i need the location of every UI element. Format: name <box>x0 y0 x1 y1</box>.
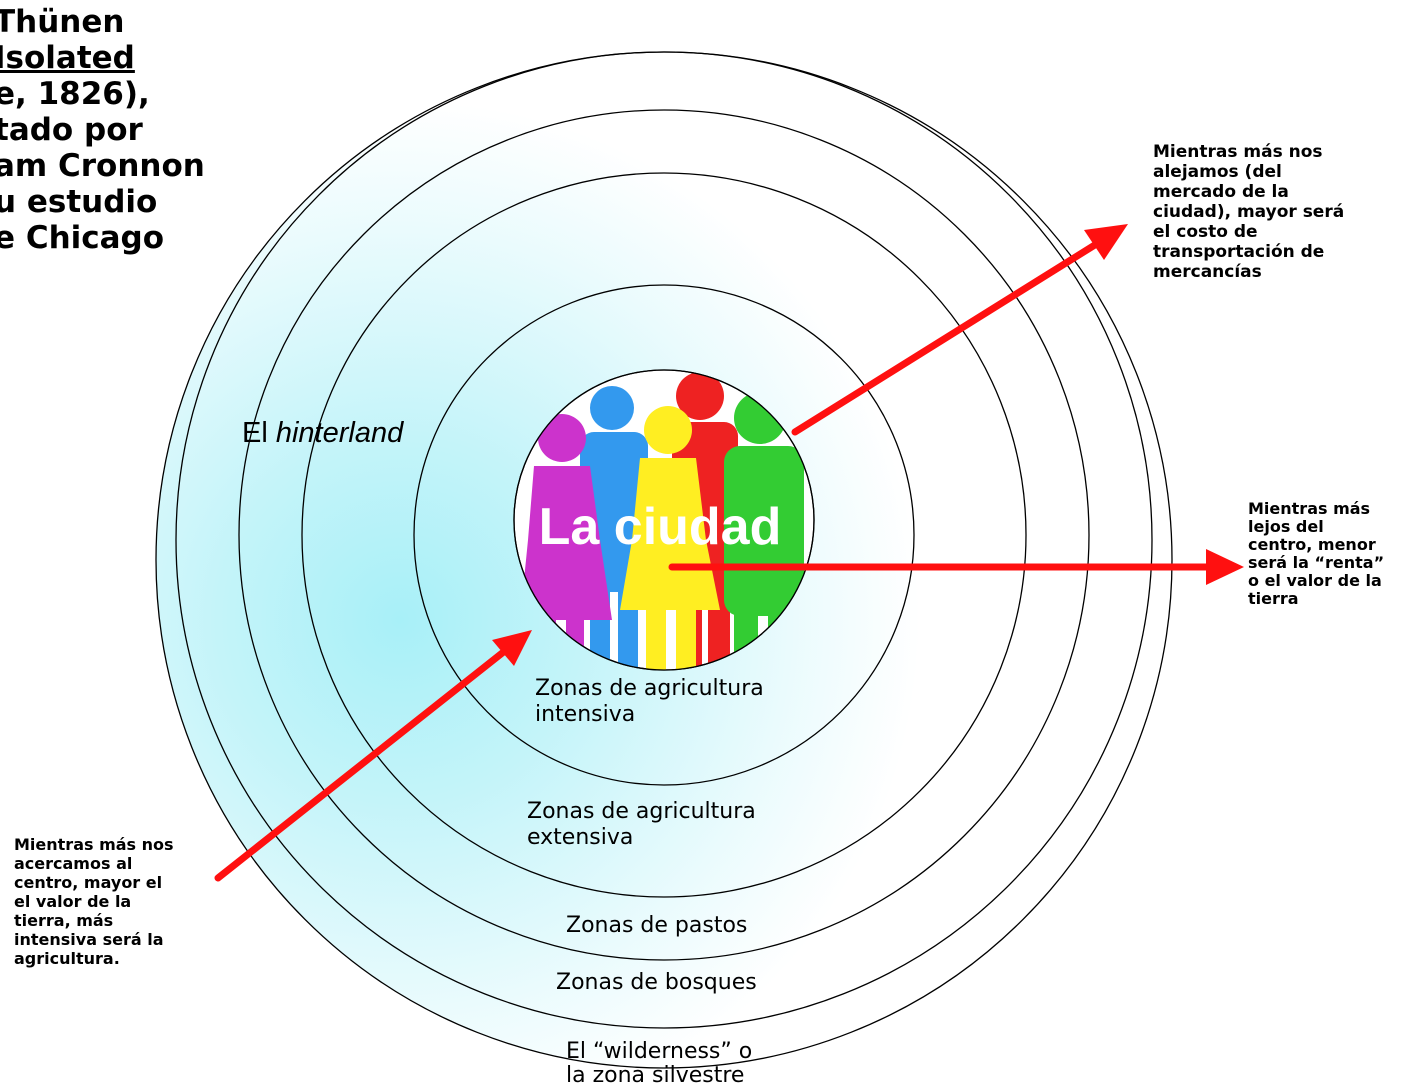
hinterland-prefix: El <box>242 417 276 449</box>
note-line: Mientras más <box>1248 499 1371 518</box>
hinterland-italic: hinterland <box>276 417 404 449</box>
zone-wilderness-line1: El “wilderness” o <box>566 1039 752 1064</box>
note-line: tierra, más <box>14 911 114 930</box>
note-line: tierra <box>1248 589 1299 608</box>
note-line: Mientras más nos <box>1153 142 1323 162</box>
note-line: lejos del <box>1248 517 1324 536</box>
note-line: centro, menor <box>1248 535 1376 554</box>
title-line-2-text: Isolated <box>0 40 135 76</box>
note-line: será la “renta” <box>1248 553 1385 572</box>
zone-intensive-line1: Zonas de agricultura <box>535 676 764 701</box>
note-land-rent: Mientras más lejos del centro, menor ser… <box>1248 500 1384 608</box>
arrows <box>214 224 1244 882</box>
arrow-inward-head <box>492 630 532 666</box>
note-line: el costo de <box>1153 222 1258 242</box>
note-line: acercamos al <box>14 854 133 873</box>
title-line-6: u estudio <box>0 184 158 220</box>
note-line: agricultura. <box>14 949 120 968</box>
person-yellow-icon <box>620 406 720 670</box>
title-line-5: am Cronnon <box>0 148 205 184</box>
ring-intensive <box>413 284 915 786</box>
hinterland-label: El hinterland <box>242 417 404 449</box>
ring-extensive <box>301 172 1027 898</box>
title-line-4: tado por <box>0 112 143 148</box>
title-line-3: e, 1826), <box>0 76 150 112</box>
zone-extensive-line2: extensiva <box>527 825 633 850</box>
note-line: mercancías <box>1153 262 1262 282</box>
city-label: La ciudad <box>539 498 782 556</box>
zone-pastures: Zonas de pastos <box>566 913 747 938</box>
zone-wilderness-line2: la zona silvestre <box>566 1063 744 1086</box>
zone-forests: Zonas de bosques <box>556 970 757 995</box>
title-line-1: Thünen <box>0 4 125 40</box>
note-line: el valor de la <box>14 892 132 911</box>
ring-pastures <box>238 109 1090 961</box>
note-line: intensiva será la <box>14 930 164 949</box>
note-line: o el valor de la <box>1248 571 1382 590</box>
title-block: Thünen Isolated e, 1826), tado por am Cr… <box>0 4 214 256</box>
note-land-value: Mientras más nos acercamos al centro, ma… <box>14 835 174 968</box>
title-line-2: Isolated <box>0 40 214 76</box>
ring-forests <box>175 51 1153 1029</box>
note-line: mercado de la <box>1153 182 1289 202</box>
city-circle <box>513 369 815 671</box>
note-line: ciudad), mayor será <box>1153 202 1345 222</box>
zone-extensive-line1: Zonas de agricultura <box>527 799 756 824</box>
note-line: centro, mayor el <box>14 873 163 892</box>
note-transport-cost: Mientras más nos alejamos (del mercado d… <box>1153 142 1344 282</box>
title-line-7: e Chicago <box>0 220 165 256</box>
arrow-outward-right-head <box>1206 549 1244 585</box>
zone-intensive-line2: intensiva <box>535 702 635 727</box>
arrow-outward-upper-head <box>1084 224 1128 260</box>
note-line: Mientras más nos <box>14 835 174 854</box>
arrow-outward-upper <box>791 239 1102 436</box>
note-line: alejamos (del <box>1153 162 1282 182</box>
arrow-inward <box>214 646 510 882</box>
note-line: transportación de <box>1153 242 1325 262</box>
